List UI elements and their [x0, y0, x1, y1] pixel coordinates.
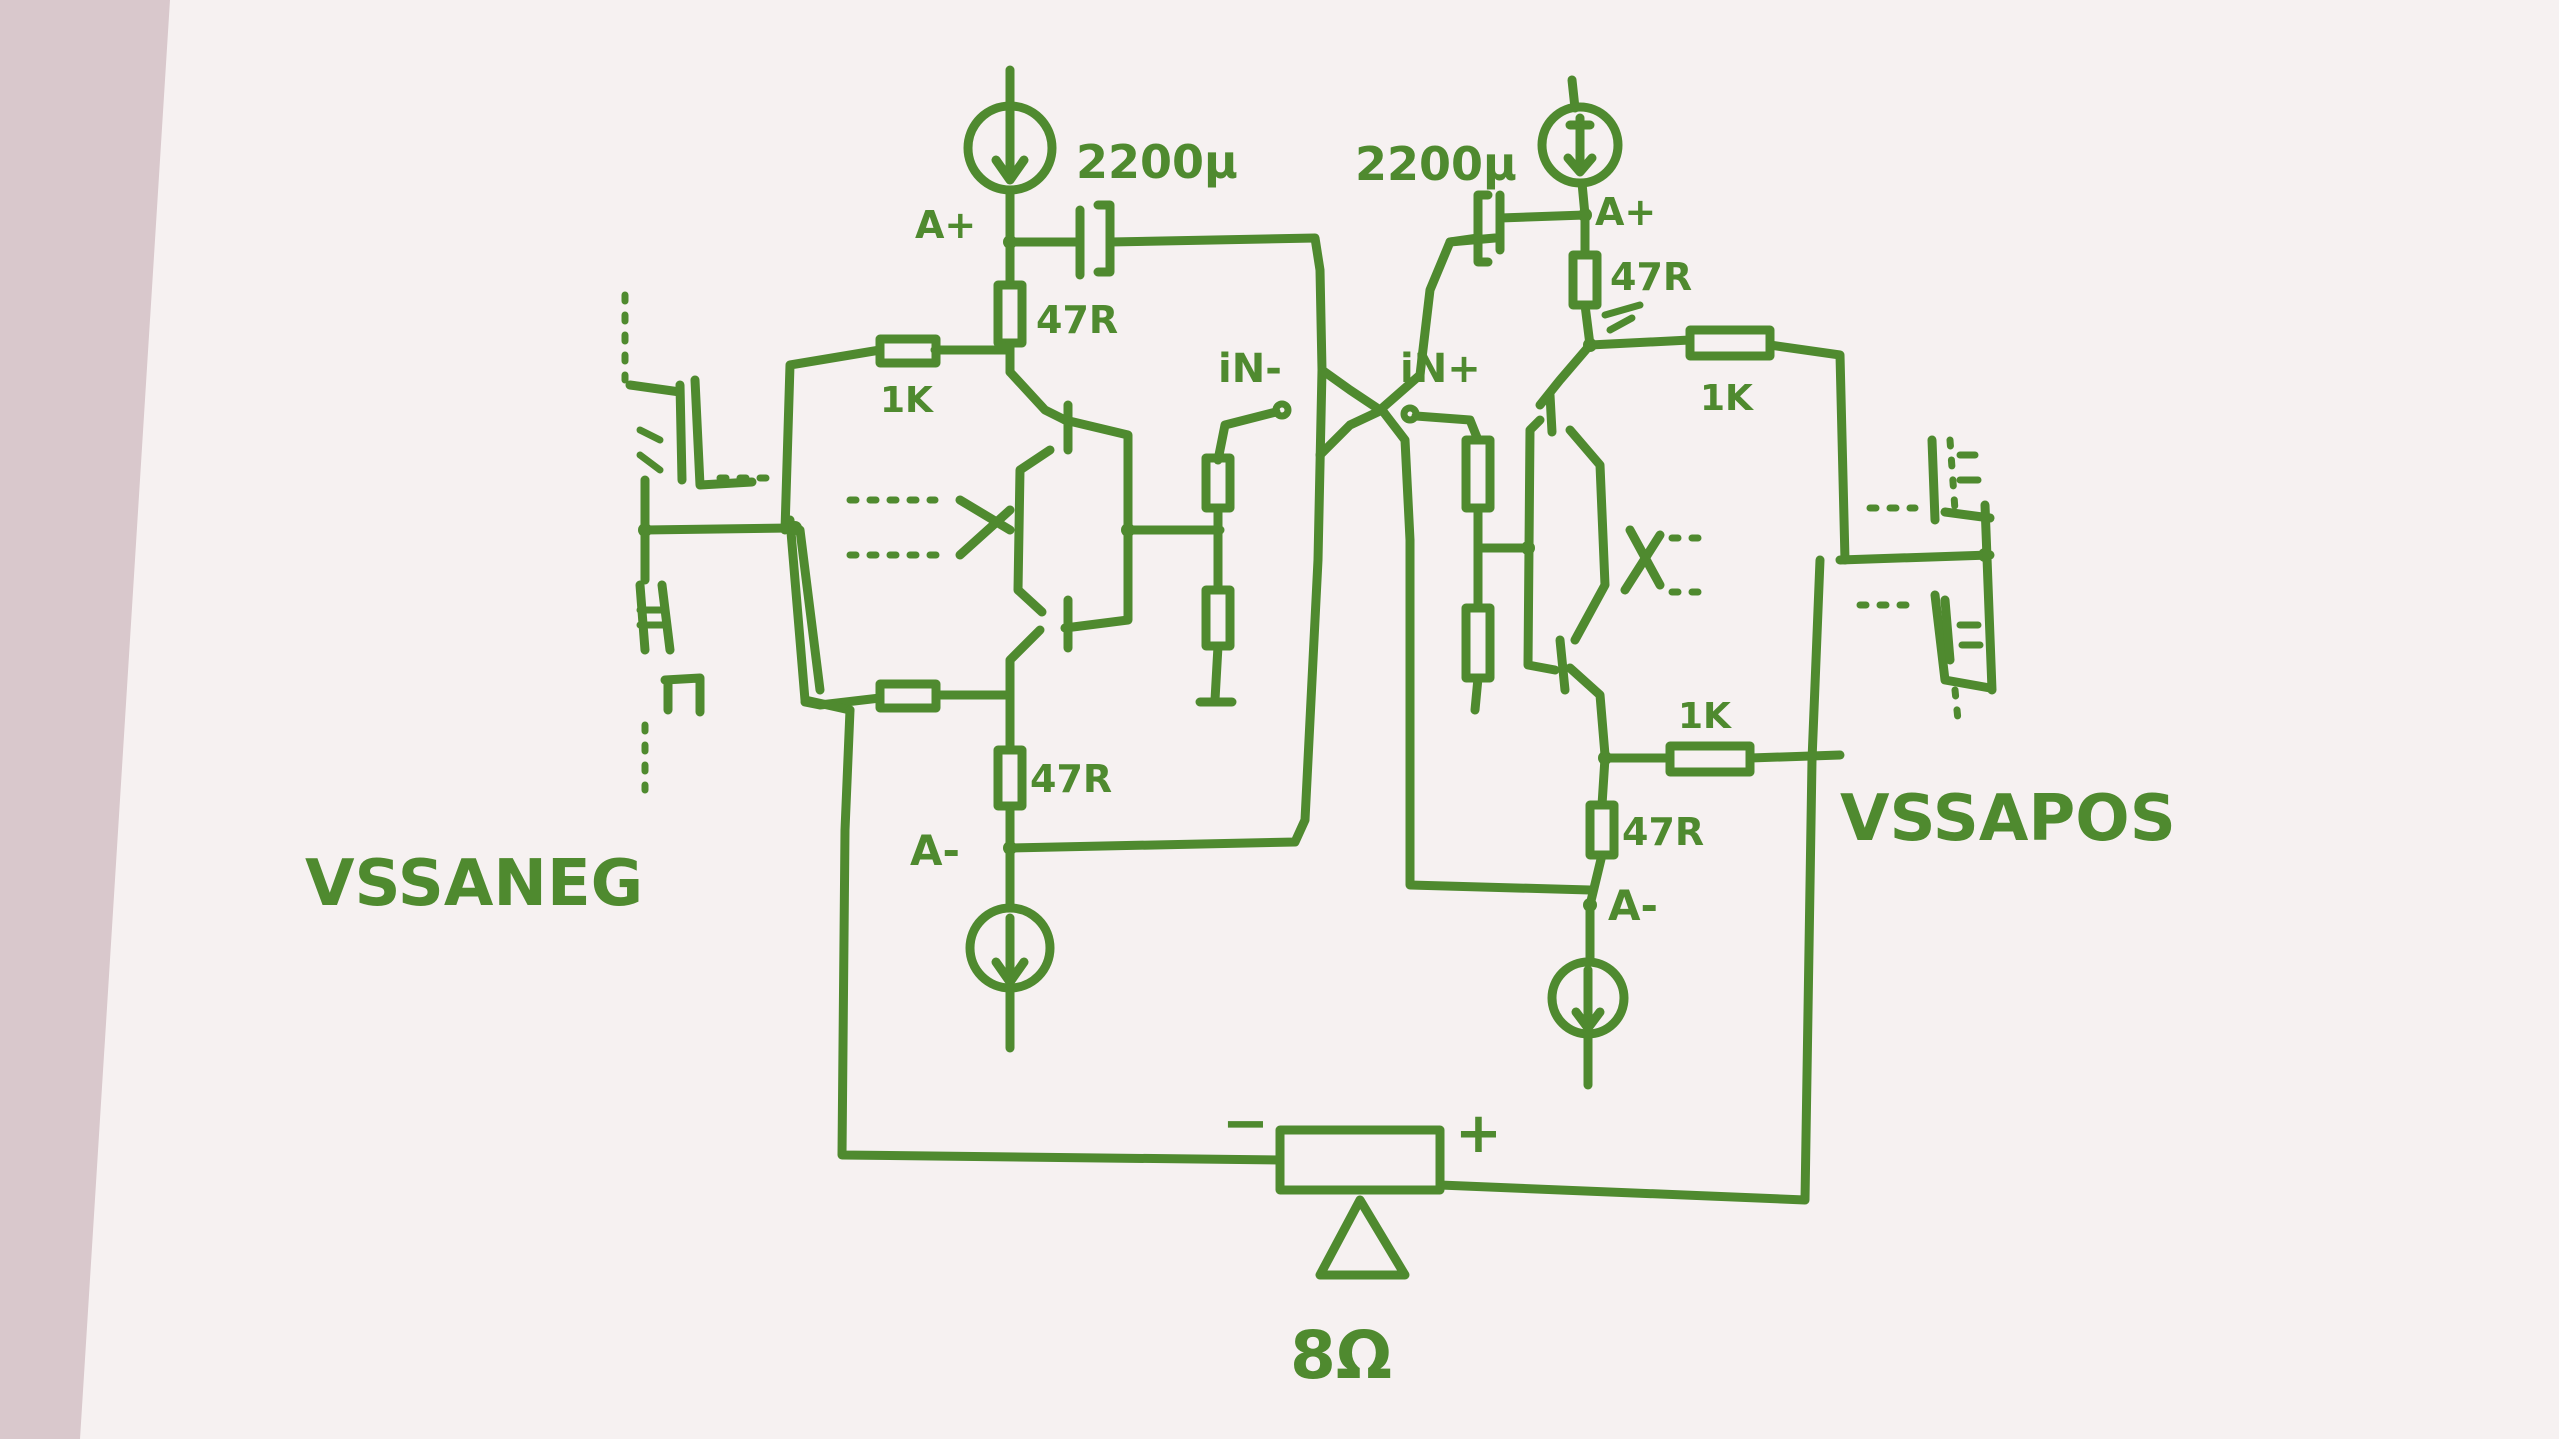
right-47r-bottom-resistor: [1585, 753, 1619, 910]
left-channel: 2200µ A+ 47R 1K: [305, 65, 1327, 1165]
label-a-minus-right: A-: [1608, 881, 1658, 930]
label-1k-left: 1K: [880, 380, 934, 421]
label-1k-right-bottom: 1K: [1678, 696, 1732, 737]
node-vss-left-2: [788, 521, 802, 535]
speaker: [1275, 1125, 1445, 1280]
label-a-plus-right: A+: [1595, 190, 1656, 234]
left-input-divider: [1195, 400, 1292, 707]
label-vssapos: VSSAPOS: [1840, 782, 2176, 856]
left-1k-top-resistor: [780, 334, 1015, 535]
right-transistor-pair: [1475, 340, 1665, 760]
label-in-minus: iN-: [1218, 346, 1282, 392]
left-vssa-bus: [640, 515, 1285, 1165]
right-47r-top-resistor: [1568, 210, 1644, 350]
label-speaker-impedance: 8Ω: [1290, 1317, 1392, 1394]
label-in-plus: iN+: [1400, 346, 1481, 392]
left-bottom-current-source: [965, 843, 1055, 1053]
wire-a-minus-left-to-cross: [1005, 365, 1327, 853]
right-top-current-source: [1537, 75, 1623, 220]
label-vssaneg: VSSANEG: [305, 847, 643, 921]
left-top-current-source: [963, 65, 1057, 247]
right-channel: 2200µ A+ 47R 1K: [1355, 75, 2176, 1205]
right-bottom-current-source: [1547, 900, 1629, 1090]
speaker-cone: [1315, 1195, 1410, 1280]
label-47r-left-bottom: 47R: [1030, 757, 1112, 801]
label-speaker-plus: +: [1455, 1101, 1502, 1166]
label-a-minus-left: A-: [910, 826, 960, 875]
right-2200u-capacitor: [1445, 190, 1590, 267]
left-mosfet-stack: [621, 291, 774, 794]
left-2200u-capacitor: [1005, 200, 1327, 375]
label-cap-left: 2200µ: [1076, 135, 1238, 189]
right-vssa-bus: [1435, 550, 1995, 1205]
label-a-plus-left: A+: [915, 203, 976, 247]
label-cap-right: 2200µ: [1355, 137, 1517, 191]
label-47r-left-top: 47R: [1036, 298, 1118, 342]
node-right-bias: [1521, 541, 1535, 555]
label-1k-right-top: 1K: [1700, 378, 1754, 419]
node-left-bias: [1121, 523, 1135, 537]
right-input-divider: [1400, 404, 1495, 715]
label-speaker-minus: −: [1222, 1091, 1269, 1156]
right-1k-top-resistor: [1585, 325, 1850, 565]
label-47r-right-bottom: 47R: [1622, 810, 1704, 854]
right-mosfet-stack: [1856, 435, 1997, 724]
right-1k-bottom-resistor: [1600, 741, 1845, 777]
paper-sheet: [80, 0, 2559, 1439]
label-47r-right-top: 47R: [1610, 255, 1692, 299]
speaker-body: [1275, 1125, 1445, 1195]
